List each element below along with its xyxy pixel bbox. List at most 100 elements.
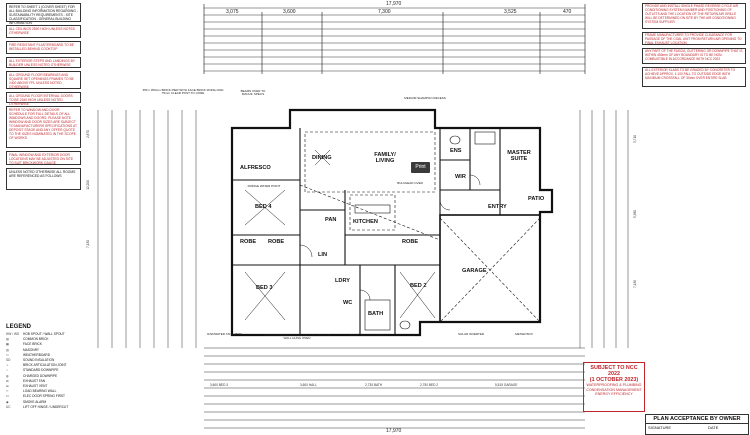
dim-top-1: 3,075 bbox=[226, 9, 239, 15]
room-entry: ENTRY bbox=[488, 204, 507, 210]
annotation-rainwater: RAINWATER TANK 2500L bbox=[207, 332, 243, 336]
room-robe-3: ROBE bbox=[402, 239, 419, 245]
legend-symbol: SD bbox=[6, 358, 11, 363]
ncc-stamp: SUBJECT TO NCC 2022 (1 OCTOBER 2023) WAT… bbox=[583, 362, 645, 412]
room-family: FAMILY/ LIVING bbox=[374, 152, 396, 164]
dim-overall-top: 17,970 bbox=[386, 1, 402, 7]
dim-overall-bottom: 17,970 bbox=[386, 428, 402, 434]
room-pantry: PAN bbox=[325, 217, 337, 223]
acceptance-title: PLAN ACCEPTANCE BY OWNER bbox=[646, 415, 748, 424]
note-room-reference: UNLESS NOTED OTHERWISE ALL ROOMS ARE REF… bbox=[6, 168, 81, 190]
dim-right-1: 3,710 bbox=[633, 135, 637, 143]
dim-bottom-4: 2,750 BED 2 bbox=[420, 383, 439, 387]
legend-item: ◍CHARGED DOWNPIPE bbox=[6, 374, 86, 379]
legend-item: ▭ WEATHERBOARD bbox=[6, 353, 86, 358]
legend-symbol: ▨ bbox=[6, 337, 10, 342]
legend-item: ⊠ EXHAUST FAN bbox=[6, 379, 86, 384]
stamp-date: (1 OCTOBER 2023) bbox=[589, 377, 639, 383]
legend-item: ⊡ELEC DOOR SPRING FIRST bbox=[6, 394, 86, 399]
legend-item: ⊞ EXHAUST VENT bbox=[6, 384, 86, 389]
signature-field[interactable]: SIGNATURE bbox=[648, 425, 672, 430]
legend-symbol: ⊠ bbox=[6, 378, 9, 383]
legend-title: LEGEND bbox=[6, 324, 32, 330]
legend-item: ═ LOAD BEARING WALL bbox=[6, 389, 86, 394]
note-bearings: ALL GROUND FLOOR BEARINGS AND SQUARE SET… bbox=[6, 71, 81, 89]
legend-label: EXHAUST FAN bbox=[23, 378, 46, 383]
annotation-meter: METER BOX bbox=[515, 332, 533, 336]
room-wc: WC bbox=[343, 300, 353, 306]
annotation-small-recess: SMALL SHAMPOO RECESS bbox=[349, 333, 389, 337]
dim-bottom-2: 3,600 HALL bbox=[300, 383, 317, 387]
legend-symbol: ▥ bbox=[6, 347, 10, 352]
print-button[interactable]: Print bbox=[411, 162, 430, 173]
room-master: MASTER SUITE bbox=[507, 150, 531, 162]
legend-item: ◉ SMOKE ALARM bbox=[6, 400, 86, 405]
note-exterior-steps: ALL EXTERIOR STEPS AND LANDINGS BY BUILD… bbox=[6, 57, 81, 68]
room-lin: LIN bbox=[318, 252, 328, 258]
room-ens: ENS bbox=[450, 148, 462, 154]
stamp-line-1: WATERPROOFING & PLUMBING bbox=[586, 383, 642, 387]
room-bath: BATH bbox=[368, 311, 384, 317]
legend-symbol: ◉ bbox=[6, 399, 9, 404]
note-fascia-boundary: ANY PART OF THE FASCIA, GUTTERING OR DOW… bbox=[642, 48, 746, 64]
legend-item: ○ STANDARD DOWNPIPE bbox=[6, 368, 86, 373]
dim-bottom-5: 5,515 GARAGE bbox=[495, 383, 518, 387]
dim-left-1: 7,130 bbox=[86, 240, 90, 248]
legend-label: WEATHERBOARD bbox=[23, 352, 51, 357]
legend-label: SOUND INSULATION bbox=[23, 358, 55, 363]
room-bed4: BED 4 bbox=[255, 204, 272, 210]
dim-right-3: 7,130 bbox=[633, 280, 637, 288]
legend-symbol: ⊥ bbox=[6, 363, 9, 368]
legend-item: ▨COMMON BRICK bbox=[6, 337, 86, 342]
acceptance-box: PLAN ACCEPTANCE BY OWNER SIGNATURE DATE bbox=[645, 414, 749, 435]
legend-symbol: ◍ bbox=[6, 373, 9, 378]
note-final-window: FINAL WINDOW AND EXTERIOR DOOR LOCATIONS… bbox=[6, 151, 81, 165]
stamp-line-3: ENERGY EFFICIENCY bbox=[595, 392, 633, 397]
stamp-line-2: CONDENSATION MANAGEMENT bbox=[586, 387, 642, 392]
legend-label: MASONRY bbox=[23, 347, 40, 352]
dim-top-4: 3,525 bbox=[504, 9, 517, 15]
dim-bottom-3: 2,735 BATH bbox=[365, 383, 383, 387]
room-alfresco: ALFRESCO bbox=[240, 165, 271, 171]
legend-label: LOAD BEARING WALL bbox=[23, 389, 57, 394]
legend-label: STANDARD DOWNPIPE bbox=[23, 368, 59, 373]
annotation-solar: SOLAR INVERTER bbox=[457, 332, 485, 336]
legend-label: HOB SPOUT / WALL SPOUT bbox=[23, 332, 65, 336]
legend-symbol: ○ bbox=[6, 368, 8, 373]
legend-label: BRICK ARTICULATION JOINT bbox=[23, 363, 67, 368]
legend-label: SMOKE ALARM bbox=[23, 399, 47, 404]
legend-symbol: ▦ bbox=[6, 342, 10, 347]
annotation-bulkhead: BULKHEAD OVER bbox=[397, 181, 423, 185]
room-bed3: BED 3 bbox=[256, 285, 273, 291]
room-ldry: LDRY bbox=[335, 278, 351, 284]
dim-bottom-1: 3,600 BED 3 bbox=[210, 383, 229, 387]
annotation-beams: BEAMS OVER TO MANUF. SPECS bbox=[240, 89, 266, 97]
note-exterior-slabs: ALL EXTERIOR SLABS TO BE GRADED BY CONCR… bbox=[642, 67, 746, 87]
stamp-title: SUBJECT TO NCC 2022 bbox=[590, 365, 638, 377]
legend-item: ⊥ BRICK ARTICULATION JOINT bbox=[6, 363, 86, 368]
annotation-medium-recess: MEDIUM SHAMPOO RECESS bbox=[404, 96, 446, 100]
room-garage: GARAGE bbox=[462, 268, 487, 274]
legend-label: FACE BRICK bbox=[23, 342, 42, 347]
note-air-conditioning: PROVIDE AND INSTALL SINGLE PHASE REVERSE… bbox=[642, 3, 746, 29]
legend-symbol: ═ bbox=[6, 389, 9, 394]
date-field[interactable]: DATE bbox=[708, 425, 719, 430]
legend-symbol: ▭ bbox=[6, 352, 10, 357]
legend-label: EXHAUST VENT bbox=[23, 384, 48, 389]
annotation-fridge: FRIDGE WATER POINT bbox=[247, 184, 281, 188]
note-frame-clearance: FRAME MANUFACTURER TO PROVIDE CLEARANCE … bbox=[642, 32, 746, 45]
note-window-schedule: REFER TO WINDOW AND DOOR SCHEDULE FOR FU… bbox=[6, 106, 81, 148]
note-ceilings: ALL CEILINGS 2590 HIGH UNLESS NOTED OTHE… bbox=[6, 25, 81, 38]
dim-top-5: 470 bbox=[563, 9, 572, 15]
dim-left-2: 12,200 bbox=[86, 180, 90, 190]
legend-symbol: ⊞ bbox=[6, 384, 9, 389]
dim-top-2: 3,600 bbox=[283, 9, 296, 15]
dim-right-2: 5,380 bbox=[633, 210, 637, 218]
room-dining: DINING bbox=[312, 155, 332, 161]
note-fire-plasterboard: FIRE RESISTANT PLASTERBOARD TO BE INSTAL… bbox=[6, 41, 81, 54]
dim-top-3: 7,300 bbox=[378, 9, 391, 15]
